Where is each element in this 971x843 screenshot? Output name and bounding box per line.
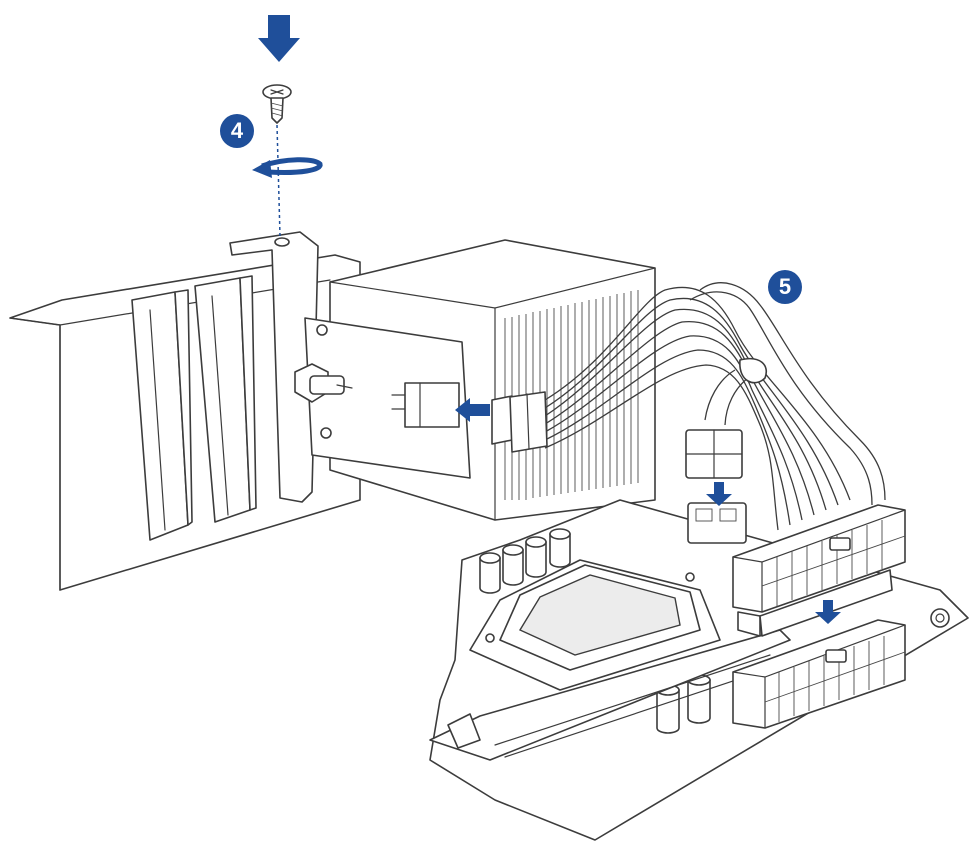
case-expansion-slots bbox=[9, 254, 361, 591]
bracket-switch-board bbox=[229, 231, 471, 503]
cpu-power-connector bbox=[685, 429, 747, 544]
step-5-badge: 5 bbox=[768, 270, 802, 304]
step-4-badge: 4 bbox=[220, 114, 254, 148]
psu-connector bbox=[491, 391, 548, 453]
down-arrow-icon bbox=[258, 15, 300, 62]
rotate-arrow-icon bbox=[252, 157, 323, 178]
push-arrow-icon bbox=[455, 398, 490, 422]
screw-guide-line bbox=[276, 124, 281, 237]
power-cable-bundle bbox=[544, 282, 886, 531]
atx-24pin-connector bbox=[732, 504, 906, 729]
screw-icon bbox=[262, 84, 292, 124]
